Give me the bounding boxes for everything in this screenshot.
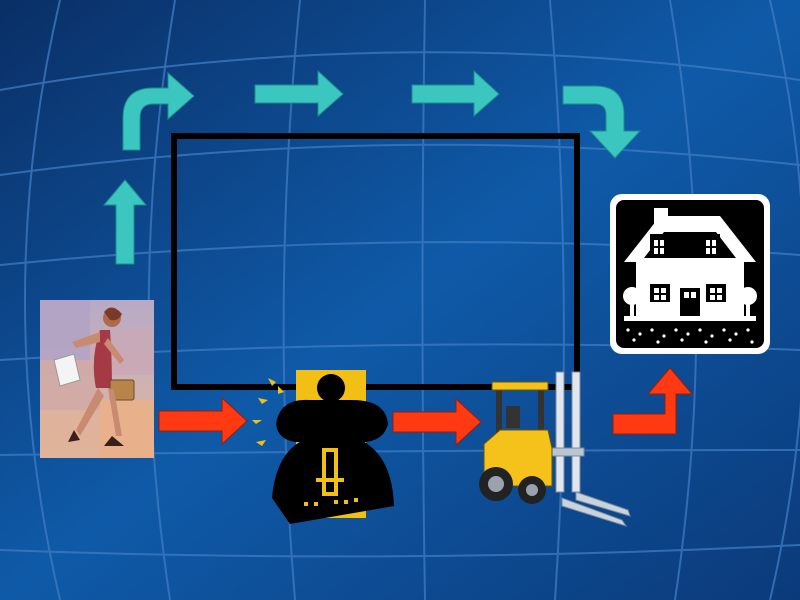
businesswoman-clipart	[40, 300, 154, 458]
house-clipart	[610, 194, 770, 354]
